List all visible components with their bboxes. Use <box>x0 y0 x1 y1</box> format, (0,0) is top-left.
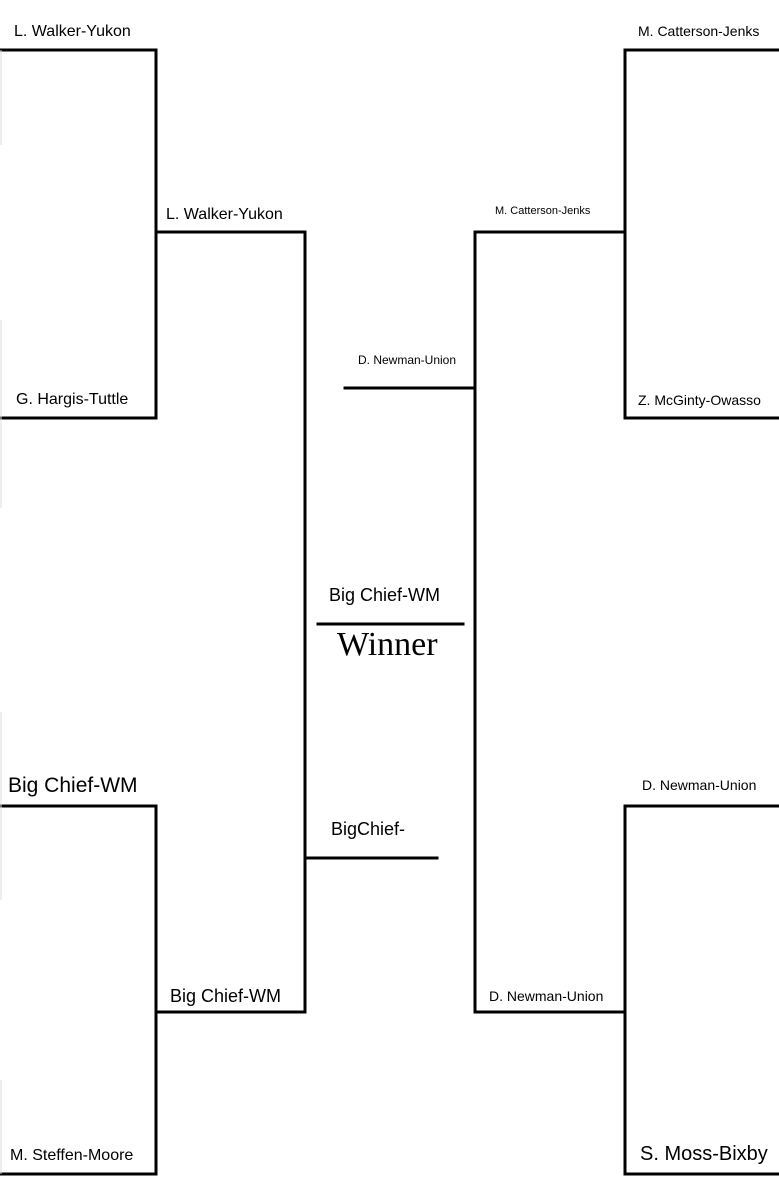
right-r2-lower-winner: D. Newman-Union <box>489 988 604 1004</box>
winner-label: Winner <box>337 626 438 663</box>
left-upper-r1-bracket <box>0 48 158 420</box>
left-r1-top-slot: L. Walker-Yukon <box>14 23 131 40</box>
right-r1-lower-bottom-slot: S. Moss-Bixby <box>640 1143 768 1165</box>
right-r2-upper-winner: M. Catterson-Jenks <box>495 205 591 217</box>
right-upper-r1-bracket <box>623 48 779 420</box>
left-r1-lower-top-slot: Big Chief-WM <box>8 774 138 797</box>
right-lower-r1-bracket <box>623 804 779 1176</box>
right-semifinal-winner: D. Newman-Union <box>358 353 457 367</box>
left-r1-bottom-slot: G. Hargis-Tuttle <box>16 391 129 408</box>
left-r2-lower-winner: Big Chief-WM <box>170 986 282 1006</box>
left-lower-r1-bracket <box>0 804 158 1176</box>
left-r1-lower-bottom-slot: M. Steffen-Moore <box>10 1147 134 1164</box>
right-r1-top-slot: M. Catterson-Jenks <box>638 23 760 39</box>
left-semifinal-winner: BigChief- <box>331 819 406 839</box>
final-champion: Big Chief-WM <box>329 585 441 605</box>
right-r1-bottom-slot: Z. McGinty-Owasso <box>638 392 761 408</box>
right-r1-lower-top-slot: D. Newman-Union <box>642 777 757 793</box>
left-r2-upper-winner: L. Walker-Yukon <box>166 206 283 223</box>
